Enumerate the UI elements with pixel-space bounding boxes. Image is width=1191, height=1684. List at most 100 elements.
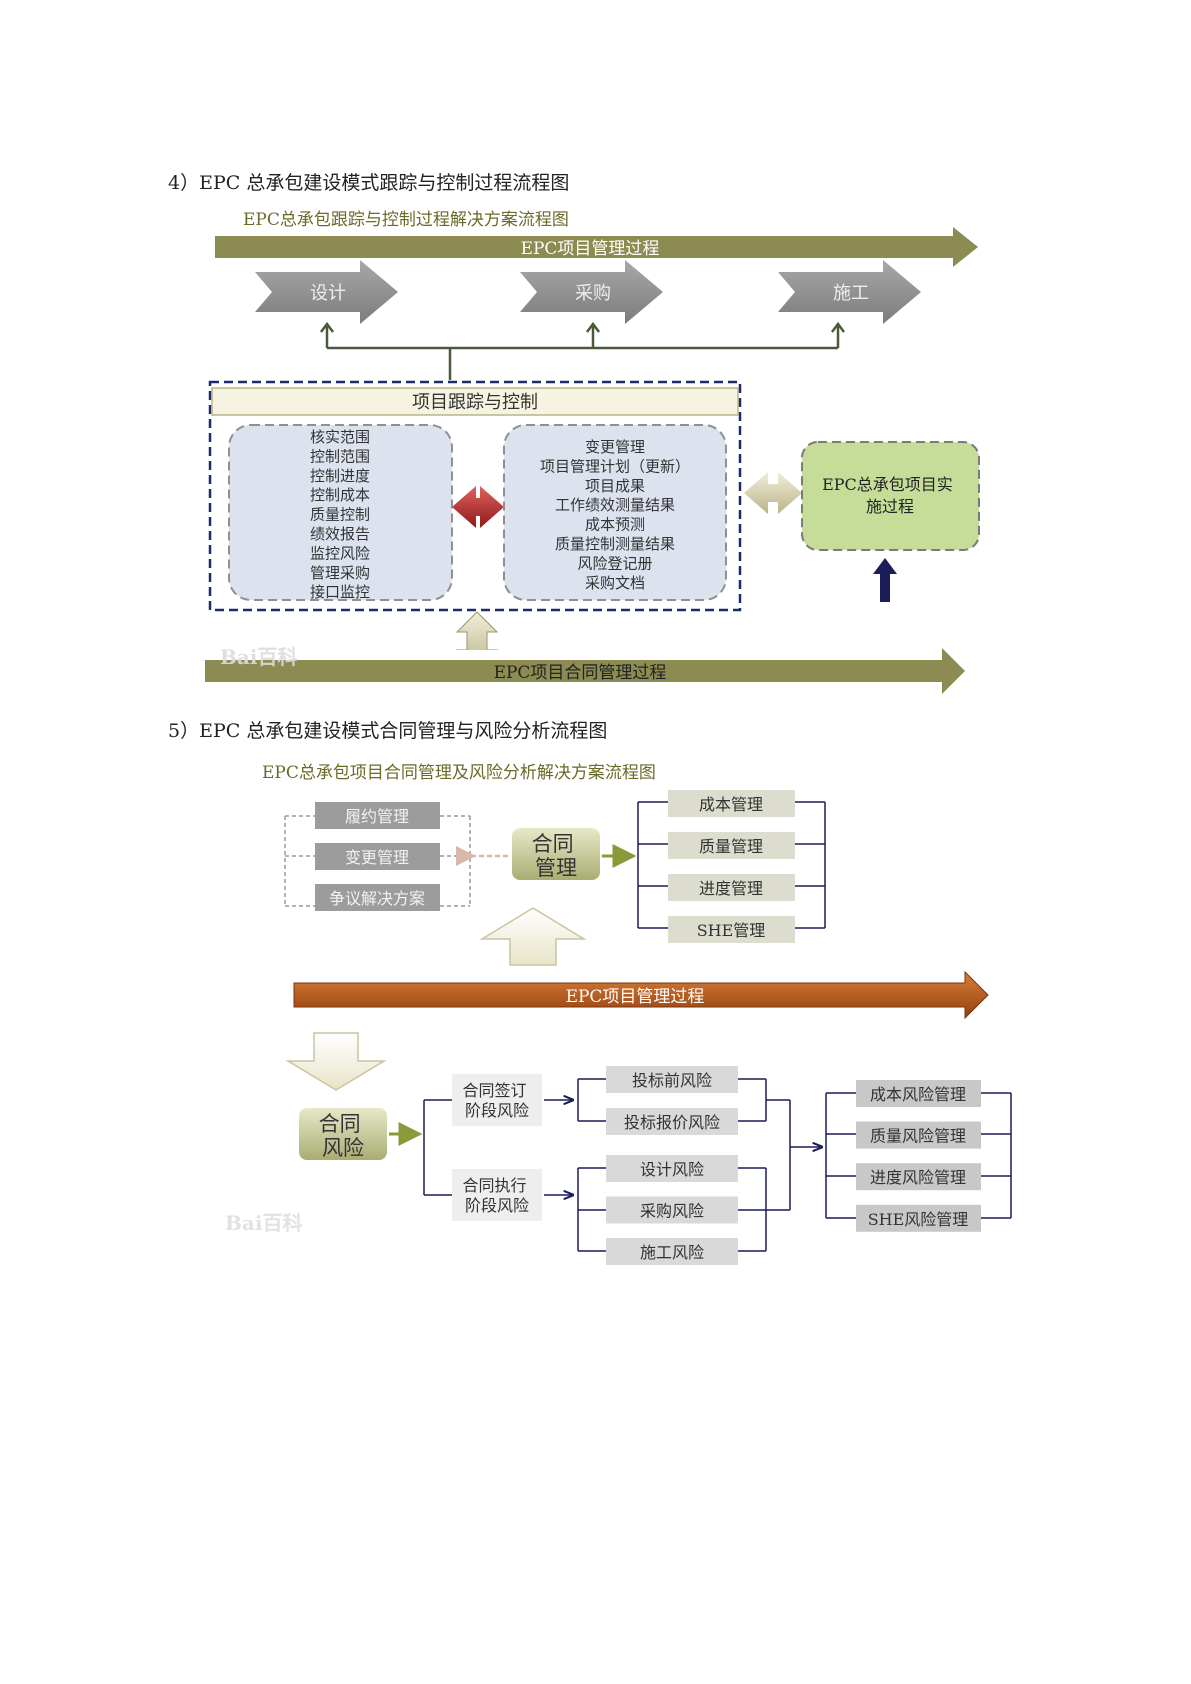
- feedback-up-arrow: [873, 558, 897, 602]
- control-action-item: 核实范围: [310, 428, 370, 446]
- management-area-box: [668, 790, 795, 817]
- exchange-arrow-beige: [744, 472, 802, 514]
- phase-design-label: 设计: [310, 283, 346, 304]
- contract-exchange-arrow: [455, 611, 499, 650]
- tracking-control-header: [211, 387, 739, 416]
- phase-construction-label: 施工: [833, 283, 869, 304]
- control-action-item: 监控风险: [310, 544, 370, 562]
- phase-connector: [320, 321, 845, 380]
- risk-management-box: [856, 1204, 981, 1232]
- signing-risk-box: [606, 1066, 738, 1093]
- contract-mgmt-label: 合同 管理: [532, 832, 581, 880]
- stage-bracket: [423, 1099, 452, 1196]
- risk-management-box: [856, 1121, 981, 1149]
- control-output-item: 成本预测: [585, 516, 645, 534]
- execution-risk-label: 设计风险: [640, 1160, 704, 1179]
- execution-stage-box: [452, 1169, 542, 1221]
- phase-design: 设计: [255, 260, 398, 324]
- up-hollow-arrow: [479, 907, 587, 966]
- management-area-label: SHE管理: [697, 921, 766, 940]
- phase-procurement: 采购: [520, 260, 663, 324]
- right-group-bracket: [637, 801, 826, 929]
- epc-process-arrow-label: EPC项目管理过程: [521, 239, 660, 259]
- management-area-box: [668, 874, 795, 901]
- signing-risks-bracket: [577, 1078, 790, 1122]
- risk-management-label: 成本风险管理: [870, 1085, 966, 1104]
- epc-process-arrow: [215, 227, 978, 267]
- exchange-arrow-red: [452, 486, 504, 528]
- contract-action-box: [315, 802, 440, 829]
- section4-heading: 4）EPC 总承包建设模式跟踪与控制过程流程图: [168, 172, 570, 194]
- epc-process-arrow-orange-label: EPC项目管理过程: [566, 987, 705, 1007]
- left-group-bracket: [284, 815, 471, 907]
- section5-heading: 5）EPC 总承包建设模式合同管理与风险分析流程图: [168, 720, 608, 742]
- control-action-item: 绩效报告: [310, 525, 370, 543]
- risk-management-label: SHE风险管理: [868, 1210, 969, 1229]
- phase-procurement-label: 采购: [575, 283, 611, 304]
- control-output-item: 工作绩效测量结果: [555, 496, 675, 514]
- implementation-label: EPC总承包项目实 施过程: [822, 475, 958, 516]
- control-action-item: 接口监控: [310, 583, 370, 601]
- tracking-control-diagram: EPC项目管理过程 设计 采购 施工 项目跟踪与控制 核实范围控制范围控制进度控…: [208, 227, 980, 650]
- section5-subtitle: EPC总承包项目合同管理及风险分析解决方案流程图: [262, 763, 656, 783]
- management-area-label: 质量管理: [699, 837, 763, 856]
- contract-mgmt-box: [512, 828, 600, 880]
- phase-construction: 施工: [778, 260, 921, 324]
- management-area-label: 进度管理: [699, 879, 763, 898]
- control-output-item: 项目成果: [585, 477, 645, 495]
- contract-process-arrow-svg: EPC项目合同管理过程 Bai百科: [205, 645, 965, 694]
- contract-process-arrow-label: EPC项目合同管理过程: [494, 663, 667, 683]
- contract-risk-label: 合同 风险: [319, 1112, 368, 1160]
- signing-risk-box: [606, 1108, 738, 1135]
- control-output-item: 质量控制测量结果: [555, 535, 675, 553]
- management-area-box: [668, 916, 795, 943]
- signing-stage-box: [452, 1074, 542, 1126]
- control-action-item: 管理采购: [310, 564, 370, 582]
- management-area-box: [668, 832, 795, 859]
- section4-subtitle: EPC总承包跟踪与控制过程解决方案流程图: [243, 210, 569, 230]
- control-action-item: 控制进度: [310, 467, 370, 485]
- control-output-item: 采购文档: [585, 574, 645, 592]
- epc-process-arrow-orange: [293, 970, 989, 1020]
- control-output-item: 风险登记册: [577, 554, 652, 572]
- execution-risk-label: 施工风险: [640, 1243, 704, 1262]
- contract-action-label: 履约管理: [345, 807, 409, 826]
- watermark-2: Bai百科: [225, 1211, 302, 1235]
- execution-risk-box: [606, 1155, 738, 1182]
- control-action-item: 控制范围: [310, 447, 370, 465]
- tracking-control-title: 项目跟踪与控制: [412, 392, 538, 413]
- contract-risk-box: [299, 1108, 387, 1160]
- execution-risk-box: [606, 1196, 738, 1224]
- execution-risk-label: 采购风险: [640, 1202, 704, 1221]
- contract-process-arrow: [205, 648, 965, 694]
- control-actions-group: [228, 424, 453, 601]
- risk-management-box: [856, 1163, 981, 1191]
- risk-management-box: [856, 1080, 981, 1107]
- risk-management-label: 进度风险管理: [870, 1168, 966, 1187]
- implementation-box: [801, 441, 980, 551]
- risk-management-label: 质量风险管理: [870, 1127, 966, 1146]
- watermark: Bai百科: [220, 645, 297, 669]
- execution-stage-label: 合同执行 阶段风险: [462, 1176, 531, 1215]
- contract-action-box: [315, 884, 440, 911]
- signing-risk-label: 投标前风险: [632, 1071, 712, 1090]
- down-hollow-arrow: [285, 1032, 387, 1091]
- management-area-label: 成本管理: [699, 795, 763, 814]
- control-output-item: 变更管理: [585, 438, 645, 456]
- signing-risk-label: 投标报价风险: [624, 1113, 720, 1132]
- control-action-item: 质量控制: [310, 506, 370, 524]
- execution-risk-box: [606, 1238, 738, 1265]
- contract-action-box: [315, 843, 440, 870]
- control-output-item: 项目管理计划（更新）: [540, 457, 690, 475]
- risk-mgmt-bracket: [825, 1092, 1012, 1219]
- execution-risks-bracket: [577, 1167, 790, 1252]
- contract-action-label: 变更管理: [345, 848, 409, 867]
